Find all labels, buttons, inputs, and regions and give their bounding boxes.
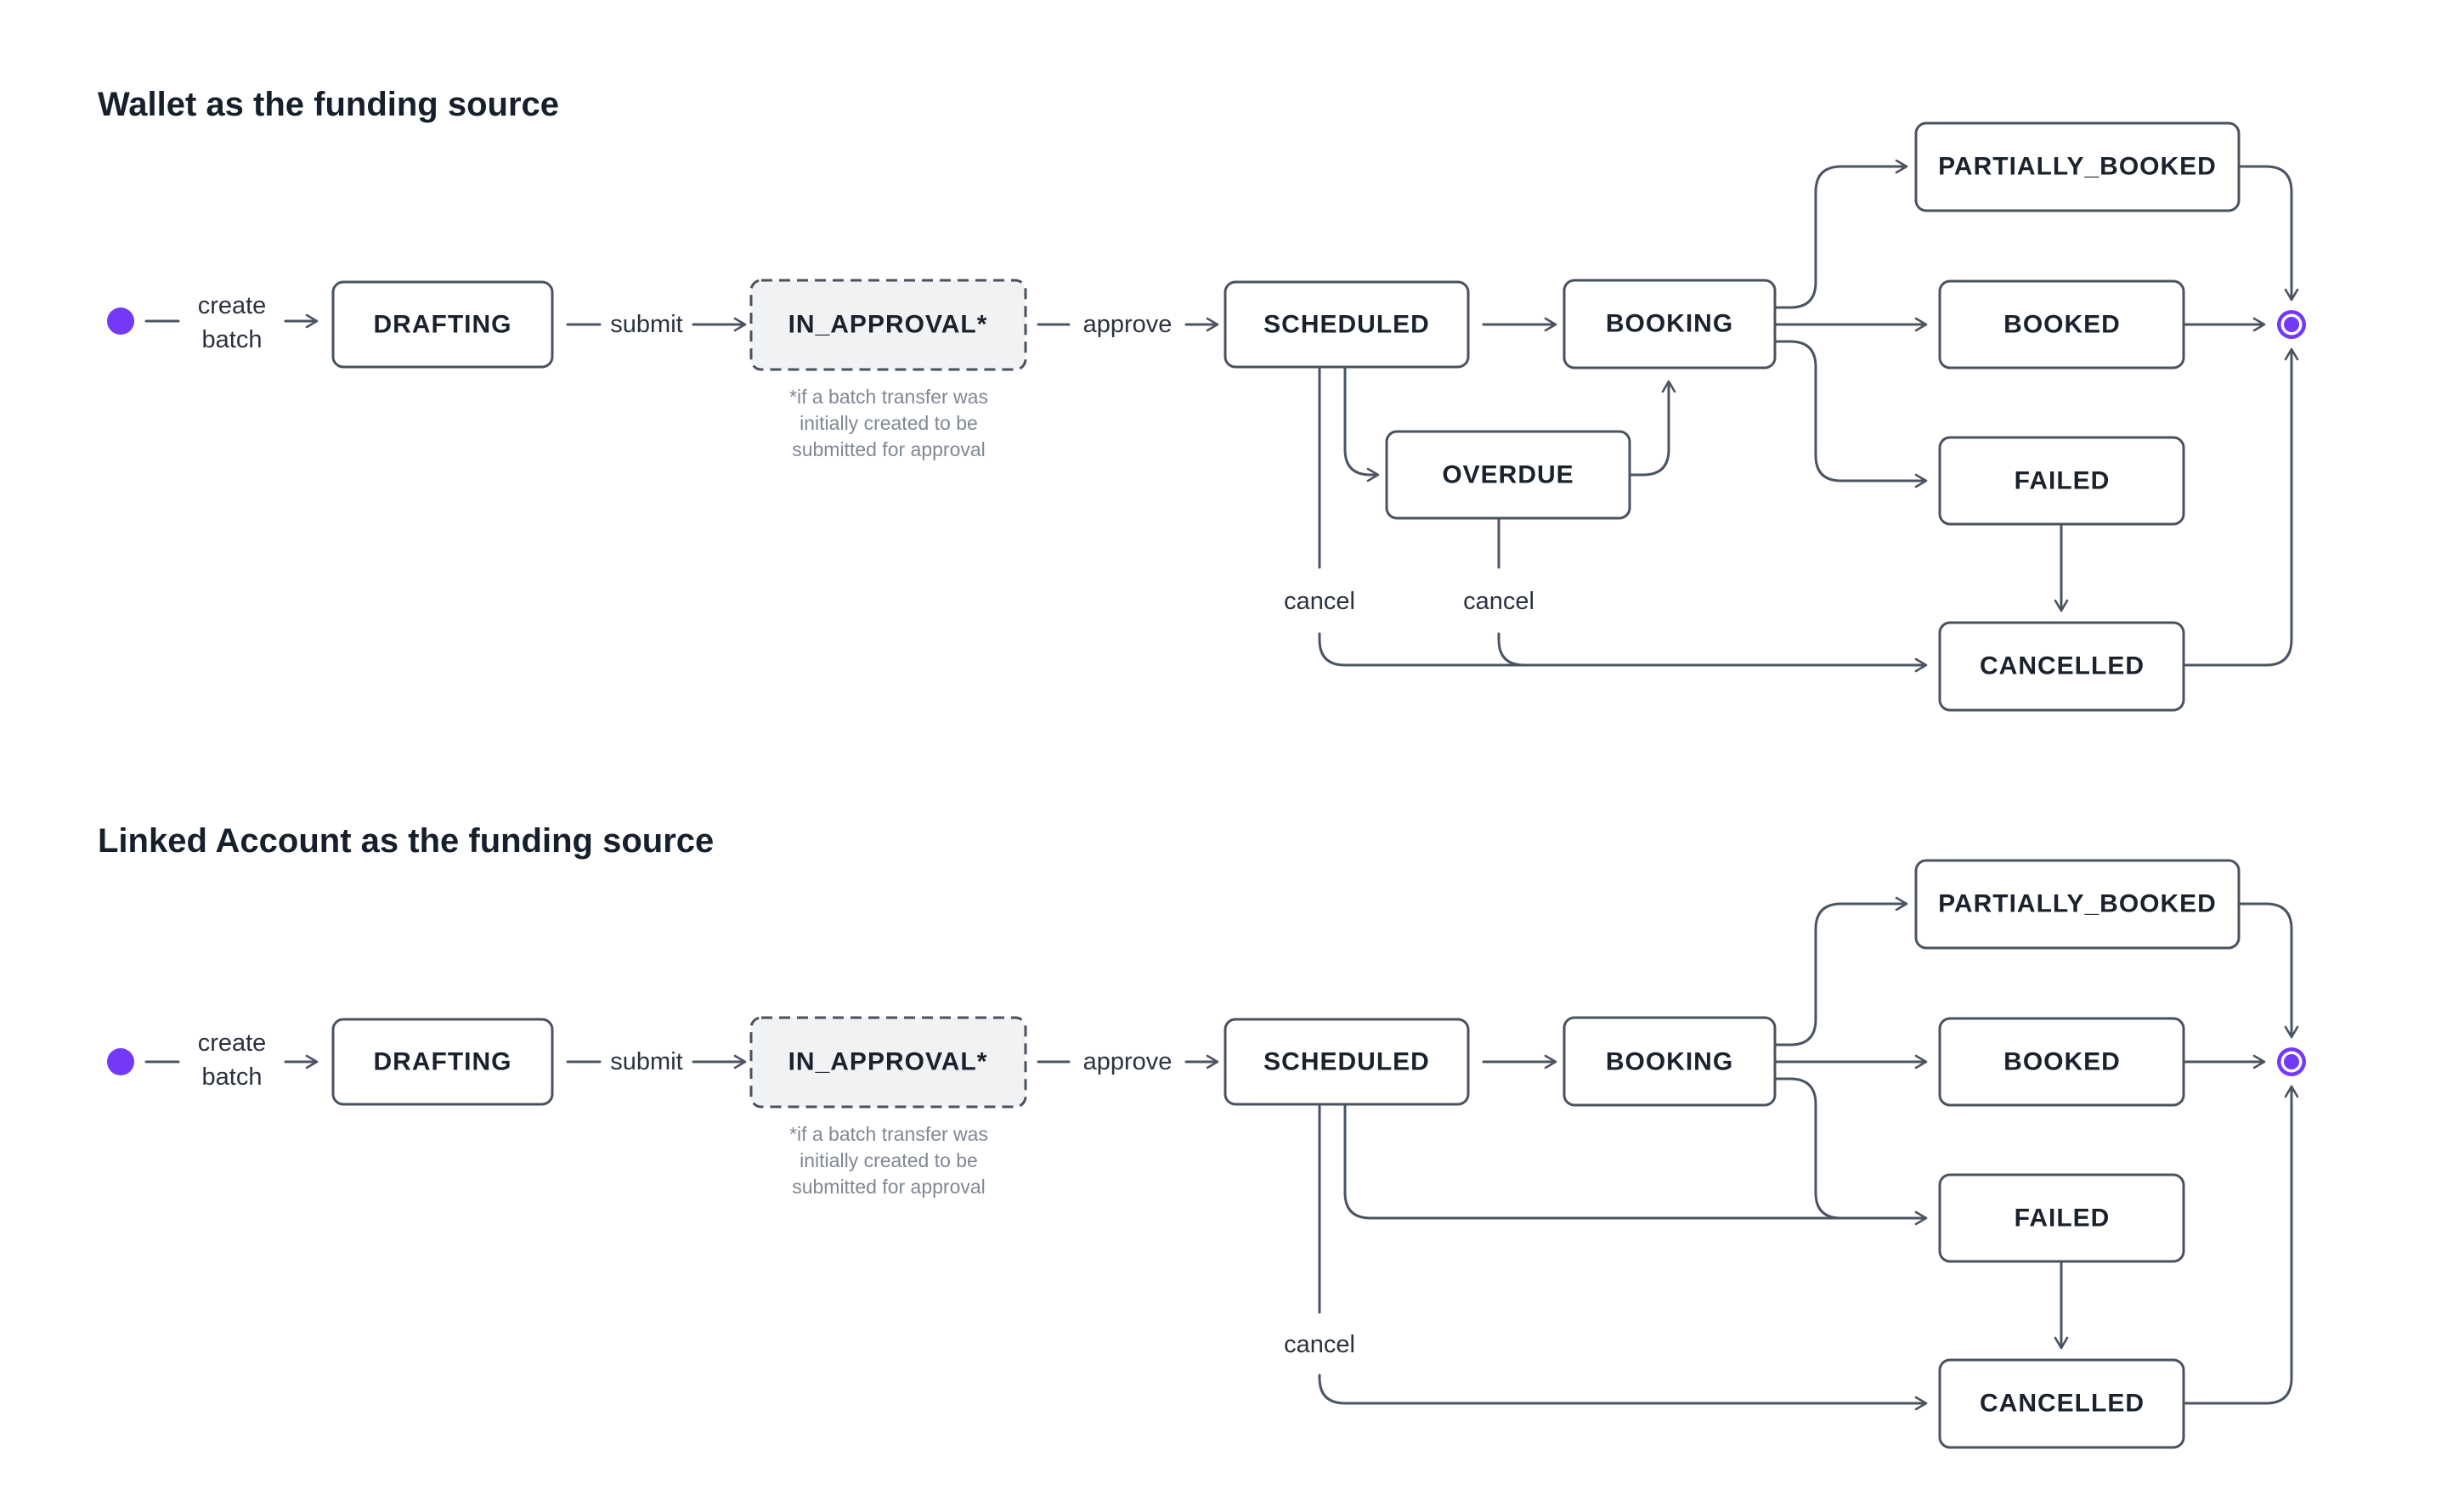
edge-booking-to-failed xyxy=(1773,340,1928,488)
edge-label-submit: submit xyxy=(610,311,682,338)
edge-label-approve: approve xyxy=(1083,1048,1173,1075)
node-partially-booked: PARTIALLY_BOOKED xyxy=(1914,859,2241,950)
approval-footnote: *if a batch transfer was initially creat… xyxy=(789,386,988,460)
edge-booking-to-partially-booked xyxy=(1773,159,1908,309)
node-cancelled: CANCELLED xyxy=(1938,621,2185,712)
edge-booking-to-partially-booked xyxy=(1773,896,1908,1047)
final-state-icon xyxy=(2277,1047,2306,1076)
node-in-approval: IN_APPROVAL* xyxy=(749,279,1027,371)
node-in-approval: IN_APPROVAL* xyxy=(749,1016,1027,1109)
node-in-approval-label: IN_APPROVAL* xyxy=(788,311,988,339)
approval-footnote: *if a batch transfer was initially creat… xyxy=(789,1123,988,1198)
edge-label-submit: submit xyxy=(610,1048,682,1075)
node-booking: BOOKING xyxy=(1563,279,1777,370)
edge-scheduled-to-overdue xyxy=(1343,365,1380,482)
node-failed: FAILED xyxy=(1938,1173,2185,1263)
edge-scheduled-cancel-to-cancelled xyxy=(1318,1374,1928,1411)
footnote-line-1: *if a batch transfer was xyxy=(789,1123,988,1145)
final-state-icon xyxy=(2277,310,2306,339)
edge-label-create: create xyxy=(198,1030,267,1057)
node-partially-booked-label: PARTIALLY_BOOKED xyxy=(1938,153,2217,181)
linked-flow-title: Linked Account as the funding source xyxy=(98,822,714,860)
node-booking: BOOKING xyxy=(1563,1016,1777,1107)
edge-label-batch: batch xyxy=(202,326,263,353)
footnote-line-1: *if a batch transfer was xyxy=(789,386,988,408)
node-cancelled-label: CANCELLED xyxy=(1980,1390,2145,1418)
footnote-line-3: submitted for approval xyxy=(792,438,986,460)
edge-overdue-to-booking xyxy=(1628,380,1676,477)
node-drafting: DRAFTING xyxy=(331,1018,554,1106)
edge-scheduled-to-failed xyxy=(1343,1103,1854,1220)
node-cancelled-label: CANCELLED xyxy=(1980,652,2145,680)
node-failed: FAILED xyxy=(1938,436,2185,526)
edge-scheduled-cancel-to-cancelled xyxy=(1318,632,1928,673)
edge-label-cancel-overdue: cancel xyxy=(1463,588,1534,615)
node-scheduled: SCHEDULED xyxy=(1224,280,1470,369)
footnote-line-2: initially created to be xyxy=(800,412,978,434)
wallet-flow-title: Wallet as the funding source xyxy=(98,86,559,123)
edge-label-approve: approve xyxy=(1083,311,1173,338)
node-scheduled-label: SCHEDULED xyxy=(1263,311,1430,339)
edge-partially-booked-to-end xyxy=(2237,902,2299,1039)
node-partially-booked: PARTIALLY_BOOKED xyxy=(1914,121,2241,212)
node-failed-label: FAILED xyxy=(2015,1205,2111,1233)
node-in-approval-label: IN_APPROVAL* xyxy=(788,1048,988,1076)
node-drafting-label: DRAFTING xyxy=(374,311,512,339)
linked-account-flow: Linked Account as the funding source cre… xyxy=(98,822,2306,1449)
edge-label-create: create xyxy=(198,292,267,319)
wallet-flow: Wallet as the funding source create batc… xyxy=(98,86,2306,712)
footnote-line-3: submitted for approval xyxy=(792,1176,986,1198)
edge-cancelled-to-end xyxy=(2182,1085,2299,1405)
footnote-line-2: initially created to be xyxy=(800,1149,978,1171)
node-overdue-label: OVERDUE xyxy=(1442,461,1574,489)
start-state-icon xyxy=(107,307,134,335)
node-drafting-label: DRAFTING xyxy=(374,1048,512,1076)
edge-overdue-cancel-to-cancelled xyxy=(1497,632,1582,667)
node-failed-label: FAILED xyxy=(2015,467,2111,495)
node-drafting: DRAFTING xyxy=(331,280,554,369)
edge-label-cancel-scheduled: cancel xyxy=(1284,1331,1355,1358)
edge-label-cancel-scheduled: cancel xyxy=(1284,588,1355,615)
edge-label-batch: batch xyxy=(202,1063,263,1091)
node-booked-label: BOOKED xyxy=(2003,311,2121,339)
start-state-icon xyxy=(107,1048,134,1075)
edge-booking-to-failed xyxy=(1773,1077,1928,1226)
edge-partially-booked-to-end xyxy=(2237,165,2299,302)
node-booked-label: BOOKED xyxy=(2003,1048,2121,1076)
node-cancelled: CANCELLED xyxy=(1938,1358,2185,1449)
node-scheduled-label: SCHEDULED xyxy=(1263,1048,1430,1076)
node-booked: BOOKED xyxy=(1938,1017,2185,1107)
edge-cancelled-to-end xyxy=(2182,347,2299,667)
node-overdue: OVERDUE xyxy=(1385,430,1631,520)
node-booked: BOOKED xyxy=(1938,279,2185,370)
node-scheduled: SCHEDULED xyxy=(1224,1018,1470,1106)
node-booking-label: BOOKING xyxy=(1606,310,1733,338)
node-partially-booked-label: PARTIALLY_BOOKED xyxy=(1938,890,2217,918)
node-booking-label: BOOKING xyxy=(1606,1048,1733,1076)
